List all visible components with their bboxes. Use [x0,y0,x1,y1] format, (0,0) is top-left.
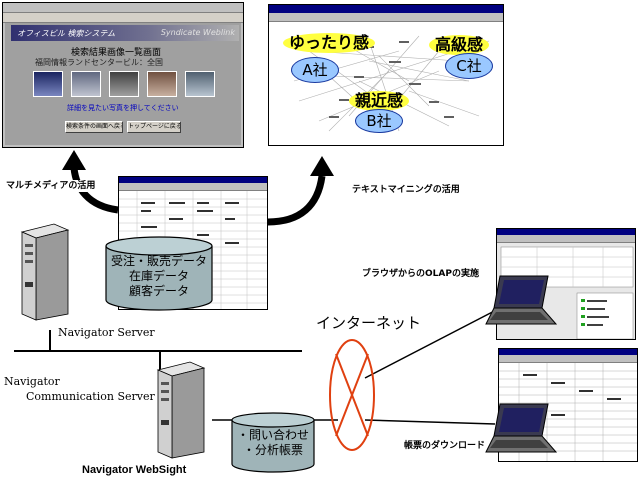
main-db-line-customers: 顧客データ [128,284,189,298]
page-content: オフィスビル 検索システム Syndicate Weblink 検索結果画像一覧… [5,23,241,145]
menu-bar [3,3,243,13]
photo-thumbnail[interactable] [33,71,63,97]
photo-thumbnail[interactable] [185,71,215,97]
title-bar [269,5,503,13]
site-banner: オフィスビル 検索システム Syndicate Weblink [11,25,239,41]
internet-label: インターネット [316,314,422,332]
main-db-line-inventory: 在庫データ [128,269,189,283]
arrow-to-textmining [267,175,326,226]
arrow-head-multimedia [62,150,86,170]
internet-cross-b [335,353,369,437]
navigator-server-label: Navigator Server [58,326,155,339]
toolbar [119,183,267,191]
company-a-node: A社 [291,57,339,83]
arrow-head-textmining [310,156,334,176]
internet-to-laptop1 [364,305,505,379]
comm-server-label-line2: Communication Server [26,390,155,403]
title-bar [499,349,637,355]
keyword-relaxed: ゆったり感 [283,33,376,53]
laptop-icon-report [485,403,558,453]
sub-db-line-inquiries: ・問い合わせ [236,428,309,442]
photo-thumbnail[interactable] [71,71,101,97]
websight-label: Navigator WebSight [82,464,187,476]
internet-to-laptop2 [364,419,496,425]
company-b-node: B社 [355,109,403,133]
communication-server-icon [156,361,206,459]
company-c-node: C社 [445,53,493,79]
main-database-cylinder [105,236,213,311]
sub-db-line-reports: ・分析帳票 [242,443,303,457]
photo-thumbnail[interactable] [109,71,139,97]
detail-link[interactable]: 詳細を見たい写真を押してください [67,104,179,112]
menu-bar [269,13,503,22]
keyword-luxury: 高級感 [429,35,490,55]
caption-text-mining: テキストマイニングの活用 [352,184,460,196]
photo-thumbnail[interactable] [147,71,177,97]
toolbar [3,13,243,23]
comm-server-label-line1: Navigator [4,375,60,388]
navigator-server-icon [20,223,70,321]
internet-ellipse [329,339,375,451]
page-heading: 検索結果画像一覧画面 [71,48,162,58]
banner-title: オフィスビル 検索システム [17,29,116,38]
multimedia-browser-window: オフィスビル 検索システム Syndicate Weblink 検索結果画像一覧… [2,2,244,148]
title-bar [497,229,635,235]
keyword-familiarity: 親近感 [349,91,410,111]
toolbar [497,235,635,243]
caption-report-download: 帳票のダウンロード [404,440,486,452]
report-database-cylinder [231,412,315,473]
back-to-search-button[interactable]: 検索条件の画面へ戻る [65,121,123,133]
top-page-button[interactable]: トップページに戻る [127,121,181,133]
laptop-icon-olap [485,275,558,325]
text-mining-window: ゆったり感 高級感 親近感 A社 C社 B社 [268,4,504,146]
main-db-line-orders: 受注・販売データ [110,254,207,268]
caption-olap: ブラウザからのOLAPの実施 [362,268,479,280]
page-subheading: 福岡情報ランドセンタービル：全国 [35,58,163,67]
caption-multimedia: マルチメディアの活用 [6,180,96,192]
title-bar [119,177,267,183]
arrow-to-multimedia [70,167,119,214]
toolbar [499,355,637,363]
banner-brand: Syndicate Weblink [160,28,235,37]
